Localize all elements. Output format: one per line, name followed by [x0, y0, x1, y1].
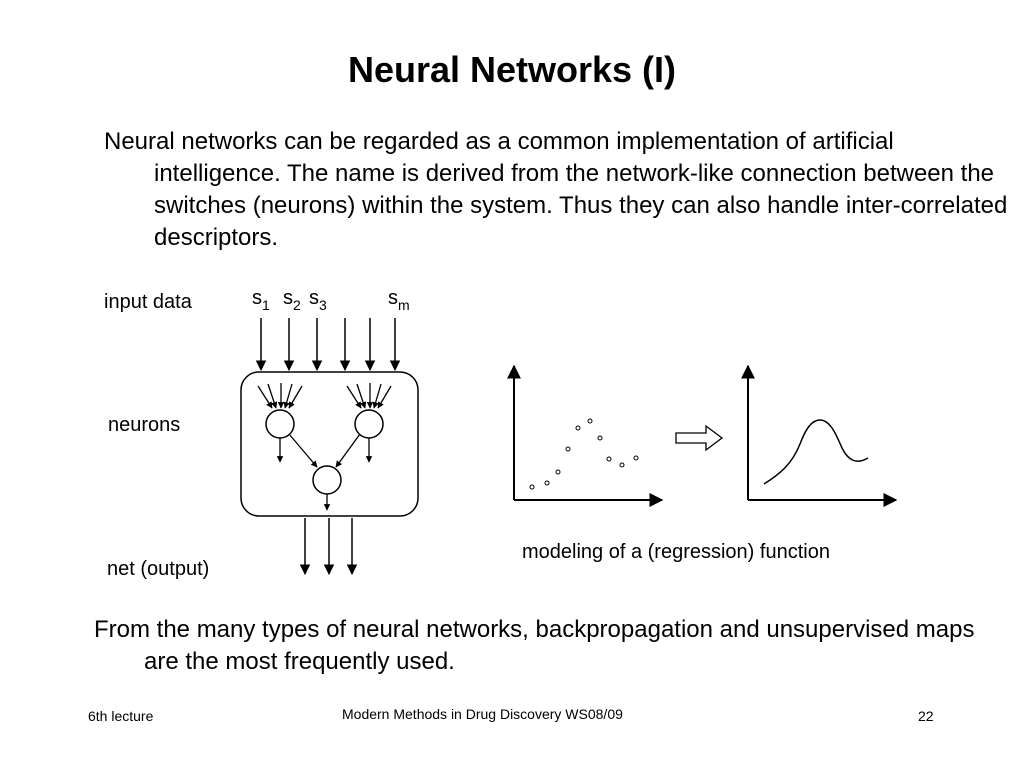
footer-course-title: Modern Methods in Drug Discovery WS08/09: [342, 706, 623, 722]
network-box: [240, 371, 419, 517]
input-label-s2: s2: [283, 287, 301, 313]
intro-paragraph: Neural networks can be regarded as a com…: [104, 128, 1008, 251]
transform-arrow-icon: [675, 424, 724, 452]
input-label-sm: sm: [388, 287, 410, 313]
net-output-label: net (output): [107, 558, 210, 580]
neuron-right: [354, 409, 384, 439]
neuron-output: [312, 465, 342, 495]
footer-page-number: 22: [918, 708, 934, 724]
curve-plot-axes: [741, 364, 898, 507]
footer-lecture: 6th lecture: [88, 708, 154, 724]
output-arrows: [299, 518, 358, 576]
closing-paragraph: From the many types of neural networks, …: [94, 616, 975, 675]
scatter-points: [529, 418, 639, 490]
input-label-s3: s3: [309, 287, 327, 313]
input-arrows: [255, 318, 401, 372]
fitted-curve: [763, 419, 869, 485]
regression-caption: modeling of a (regression) function: [522, 541, 830, 563]
scatter-plot-axes: [507, 364, 664, 507]
neuron-left: [265, 409, 295, 439]
input-label-s1: s1: [252, 287, 270, 313]
neuron-connections: [276, 433, 373, 511]
neuron-input-arrows: [257, 383, 392, 409]
neurons-label: neurons: [108, 414, 181, 436]
input-data-label: input data: [104, 291, 192, 313]
slide-title: Neural Networks (I): [347, 49, 677, 90]
